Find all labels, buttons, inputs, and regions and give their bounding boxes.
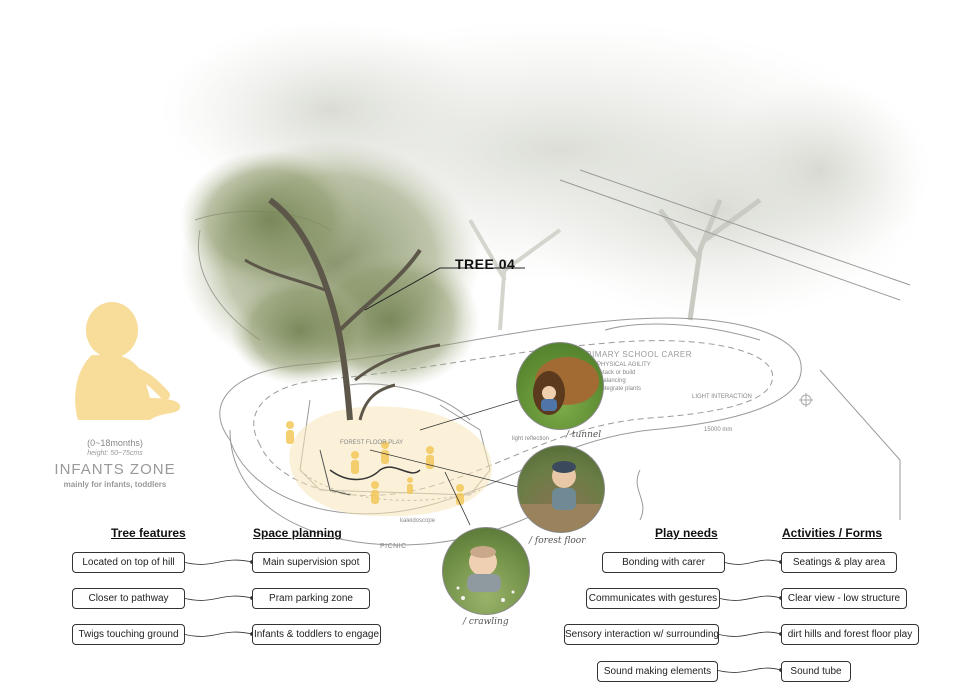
tree-feature-item: Closer to pathway <box>72 588 185 609</box>
activity-item: dirt hills and forest floor play <box>781 624 919 645</box>
activity-item: Sound tube <box>781 661 851 682</box>
heading-play-needs: Play needs <box>655 526 718 540</box>
tree-label: TREE 04 <box>455 256 516 272</box>
zone-age: (0~18months) <box>87 438 143 448</box>
plan-label-balancing: balancing <box>600 378 626 384</box>
north-arrow-icon <box>799 393 813 407</box>
zone-name: INFANTS ZONE <box>54 461 176 478</box>
tree-label-leader <box>364 267 525 311</box>
heading-activities-forms: Activities / Forms <box>782 526 883 540</box>
space-planning-item: Infants & toddlers to engage <box>252 624 381 645</box>
tree-feature-item: Located on top of hill <box>72 552 185 573</box>
photo-caption-crawling: / crawling <box>463 617 509 627</box>
photo-leader-lines <box>369 399 519 526</box>
zone-height: height: 50~75cms <box>87 450 143 457</box>
infant-silhouette-icon <box>75 302 181 420</box>
plan-label-stack-build: stack or build <box>600 370 636 376</box>
activity-item: Clear view - low structure <box>781 588 907 609</box>
tree-feature-item: Twigs touching ground <box>72 624 185 645</box>
plan-label-physical-agility: PHYSICAL AGILITY <box>597 362 651 368</box>
child-figures <box>286 421 464 505</box>
plan-label-light-reflection: light reflection <box>512 436 550 442</box>
plan-label-primary-carer: SCHOOL-PRIMARY SCHOOL CARER <box>540 350 693 359</box>
photo-caption-forest-floor: / forest floor <box>529 536 586 546</box>
plan-label-picnic: PICNIC <box>380 543 407 550</box>
play-need-item: Communicates with gestures <box>586 588 720 609</box>
plan-label-integrate: integrate plants <box>600 386 642 392</box>
plan-label-interaction: LIGHT INTERACTION <box>692 394 752 400</box>
play-need-item: Bonding with carer <box>602 552 725 573</box>
tree-04-trunk <box>244 197 441 421</box>
photo-tunnel <box>516 342 604 430</box>
plan-label-kaleidoscope: kaleidoscope <box>400 518 436 524</box>
play-area-platform <box>289 406 492 517</box>
zone-subtitle: mainly for infants, toddlers <box>63 480 167 489</box>
activity-item: Seatings & play area <box>781 552 897 573</box>
play-need-item: Sensory interaction w/ surrounding <box>564 624 719 645</box>
space-planning-item: Pram parking zone <box>252 588 370 609</box>
photo-crawling <box>442 527 530 615</box>
tree-04-canopy <box>180 140 480 390</box>
sound-tube-outline <box>329 466 421 481</box>
plan-label-forest-floor-play: FOREST FLOOR PLAY <box>340 440 404 446</box>
plan-label-dimension: 15000 mm <box>704 427 733 433</box>
space-planning-item: Main supervision spot <box>252 552 370 573</box>
photo-caption-tunnel: / tunnel <box>566 430 602 440</box>
photo-forest-floor <box>517 445 605 533</box>
heading-tree-features: Tree features <box>111 526 186 540</box>
heading-space-planning: Space planning <box>253 526 342 540</box>
play-need-item: Sound making elements <box>597 661 718 682</box>
